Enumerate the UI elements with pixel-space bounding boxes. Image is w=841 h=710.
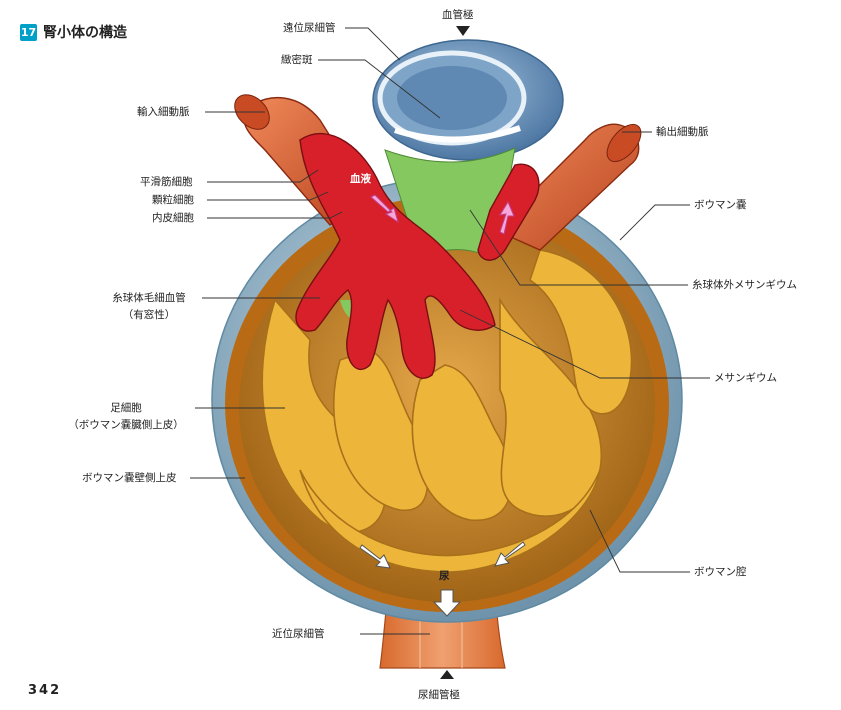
blood-flow-arrow-in [370, 194, 399, 224]
urine-flow-arrow-left [359, 544, 391, 569]
podocyte-folds [261, 249, 633, 573]
label-podocyte: 足細胞 [110, 402, 142, 414]
label-blood: 血液 [350, 173, 371, 185]
label-podocyte-sub: （ボウマン嚢臓側上皮） [68, 419, 184, 431]
figure-title: 17 腎小体の構造 [20, 22, 127, 42]
urinary-pole-arrow [440, 670, 454, 679]
label-macula-densa: 緻密斑 [281, 54, 313, 66]
label-afferent-arteriole: 輸入細動脈 [137, 106, 190, 118]
label-smooth-muscle-cell: 平滑筋細胞 [140, 176, 193, 188]
label-distal-tubule: 遠位尿細管 [283, 22, 336, 34]
label-vascular-pole: 血管極 [442, 9, 474, 21]
figure-number-badge: 17 [20, 23, 37, 41]
label-proximal-tubule: 近位尿細管 [272, 628, 325, 640]
label-urinary-pole: 尿細管極 [418, 689, 460, 701]
label-urine: 尿 [439, 570, 450, 582]
label-extraglomerular-mesangium: 糸球体外メサンギウム [692, 279, 797, 291]
label-bowman-space: ボウマン腔 [694, 566, 747, 578]
macula-densa [394, 125, 521, 143]
label-fenestrated: （有窓性） [122, 309, 176, 321]
label-parietal-epithelium: ボウマン嚢壁側上皮 [82, 472, 177, 484]
urine-flow-arrow-right [494, 541, 526, 567]
label-endothelial-cell: 内皮細胞 [152, 212, 194, 224]
label-efferent-arteriole: 輸出細動脈 [656, 126, 709, 138]
blood-flow-arrow-out [498, 200, 515, 235]
page-number: 342 [28, 683, 62, 698]
label-granular-cell: 顆粒細胞 [152, 194, 194, 206]
leader-lines [190, 27, 710, 635]
label-glomerular-capillary: 糸球体毛細血管 [112, 292, 186, 304]
label-bowman-capsule: ボウマン嚢 [694, 199, 747, 211]
urine-flow-arrow-down [432, 589, 462, 617]
label-mesangium: メサンギウム [714, 372, 777, 384]
vascular-pole-arrow [456, 26, 470, 36]
figure-title-text: 腎小体の構造 [43, 25, 127, 41]
